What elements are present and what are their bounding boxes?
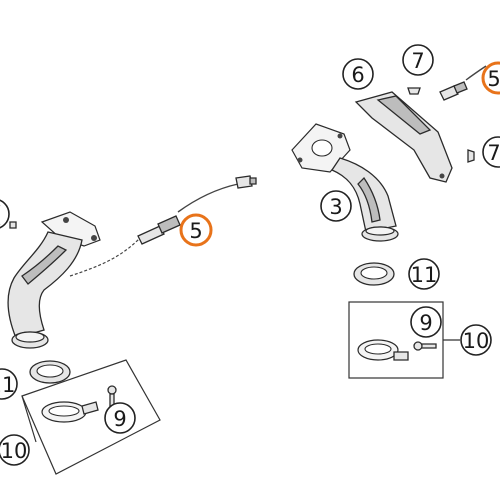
right-screw-7-side xyxy=(467,149,475,163)
left-oxygen-sensor xyxy=(69,175,257,277)
left-clamp-9 xyxy=(41,401,99,423)
callout-6-label: 6 xyxy=(351,63,364,87)
right-heat-shield xyxy=(354,91,453,183)
callout-11-left: 11 xyxy=(0,368,18,400)
callout-3-label: 3 xyxy=(329,195,342,219)
callout-5-right-label: 5 xyxy=(487,67,500,91)
right-exhaust-manifold xyxy=(291,123,399,242)
callout-5-center-label: 5 xyxy=(189,219,202,243)
callout-7-right-label: 7 xyxy=(487,141,500,165)
left-exhaust-manifold xyxy=(7,211,101,349)
callout-10-left: 10 xyxy=(0,434,30,466)
right-oxygen-sensor xyxy=(439,65,487,101)
callout-5-right: 5 xyxy=(481,61,500,95)
callout-10-right-label: 10 xyxy=(463,329,490,353)
callout-10-left-label: 10 xyxy=(1,439,28,463)
callout-9-left: 9 xyxy=(104,402,136,434)
callout-9-right-label: 9 xyxy=(419,311,432,335)
callout-9-right: 9 xyxy=(410,306,442,338)
callout-11-right-label: 11 xyxy=(411,263,438,287)
right-bolt-9 xyxy=(413,341,437,351)
callout-3: 3 xyxy=(320,190,352,222)
callout-9-left-label: 9 xyxy=(113,407,126,431)
left-gasket-11 xyxy=(29,360,71,384)
callout-11-right: 11 xyxy=(408,258,440,290)
callout-5-center: 5 xyxy=(179,213,213,247)
right-clamp-9 xyxy=(357,339,409,361)
callout-7-top: 7 xyxy=(402,44,434,76)
right-clamp-box xyxy=(348,301,460,379)
callout-11-left-label: 11 xyxy=(0,373,15,397)
right-gasket-11 xyxy=(353,262,395,286)
callout-6: 6 xyxy=(342,58,374,90)
callout-10-right: 10 xyxy=(460,324,492,356)
callout-7-right: 7 xyxy=(482,136,500,168)
callout-partial-left-label: ( xyxy=(0,203,2,227)
left-clamp-box xyxy=(21,359,161,475)
callout-partial-left: ( xyxy=(0,199,10,229)
callout-7-top-label: 7 xyxy=(411,49,424,73)
right-screw-7-top xyxy=(407,87,421,95)
